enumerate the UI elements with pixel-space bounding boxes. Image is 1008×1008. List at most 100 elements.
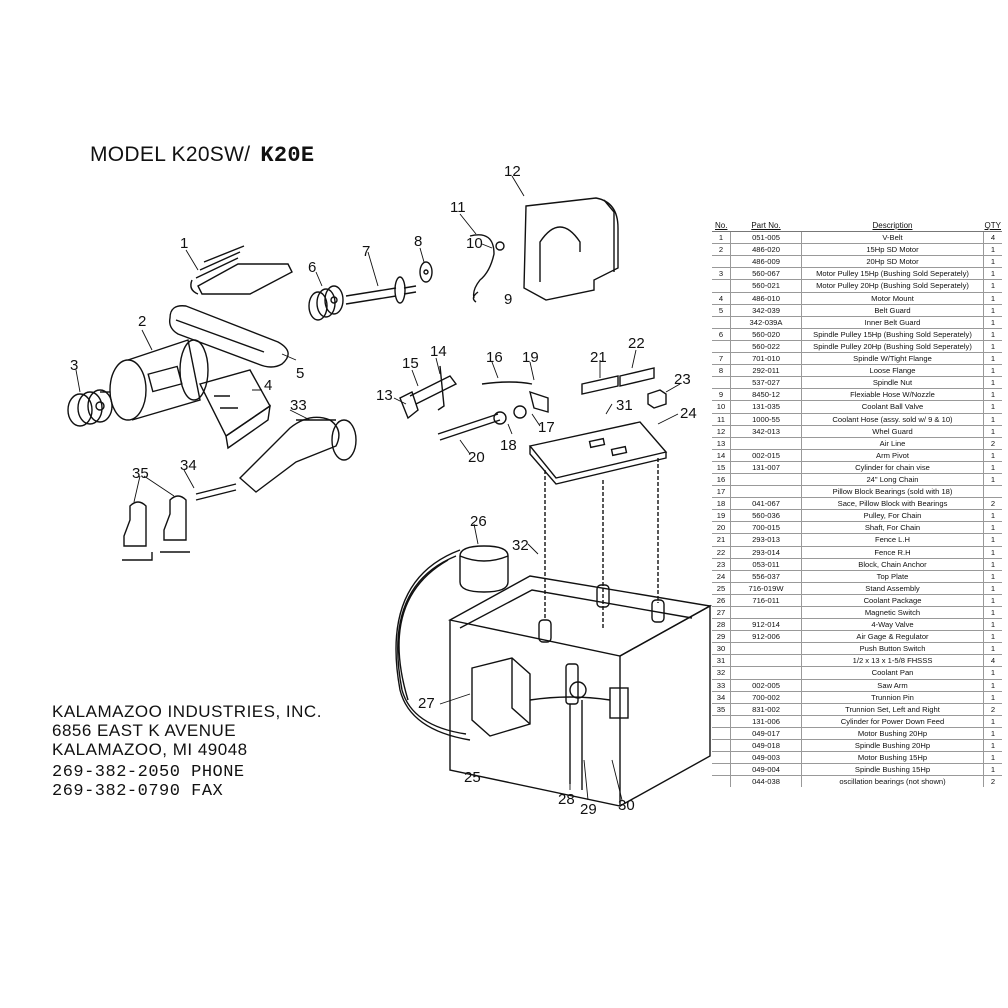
callout-10: 10 [466, 235, 483, 252]
part-number: 131-035 [730, 400, 802, 414]
part-description: Inner Belt Guard [801, 316, 984, 329]
part-quantity: 1 [983, 521, 1002, 535]
part-number-index: 18 [712, 497, 731, 511]
model-title: MODEL K20SW/K20E [90, 143, 314, 168]
part-quantity: 1 [983, 292, 1002, 305]
part-fences [581, 367, 655, 395]
part-description: Cylinder for Power Down Feed [801, 715, 984, 728]
part-number-index: 12 [712, 425, 731, 438]
table-row: 17 Pillow Block Bearings (sold with 18) [712, 485, 1002, 499]
part-number: 912-014 [730, 618, 802, 632]
part-description: Sace, Pillow Block with Bearings [801, 497, 984, 511]
part-number: 486-010 [730, 292, 802, 305]
part-coolant-hose [469, 234, 505, 303]
part-number: 049-018 [730, 739, 802, 753]
part-number-index: 4 [712, 292, 731, 305]
callout-13: 13 [376, 387, 393, 404]
part-description: Spindle Pulley 20Hp (Bushing Sold Sepera… [801, 340, 984, 354]
part-description: Shaft, For Chain [801, 521, 984, 535]
part-number-index: 21 [712, 533, 731, 547]
part-quantity: 1 [983, 352, 1002, 366]
part-quantity: 1 [983, 279, 1002, 293]
callout-18: 18 [500, 437, 517, 454]
part-number: 041-067 [730, 497, 802, 511]
callout-22: 22 [628, 335, 645, 352]
part-quantity: 2 [983, 437, 1002, 450]
part-number-index [712, 751, 731, 765]
part-quantity: 1 [983, 328, 1002, 341]
part-number-index [712, 340, 731, 354]
part-description: 24" Long Chain [801, 473, 984, 487]
callout-7: 7 [362, 243, 370, 260]
part-number: 8450-12 [730, 388, 802, 402]
part-number-index: 17 [712, 485, 731, 499]
part-number: 049-004 [730, 763, 802, 777]
part-quantity: 1 [983, 533, 1002, 547]
part-quantity: 1 [983, 267, 1002, 281]
part-description: oscillation bearings (not shown) [801, 775, 984, 788]
model-suffix: K20E [260, 143, 315, 168]
part-description: Motor Pulley 20Hp (Bushing Sold Seperate… [801, 279, 984, 293]
part-description: 4-Way Valve [801, 618, 984, 632]
callout-16: 16 [486, 349, 503, 366]
part-quantity: 1 [983, 304, 1002, 317]
part-quantity: 1 [983, 473, 1002, 487]
part-magnetic-switch [471, 657, 531, 737]
part-quantity: 1 [983, 691, 1002, 704]
part-number-index: 9 [712, 388, 731, 402]
part-number [730, 642, 802, 656]
part-number-index: 29 [712, 630, 731, 644]
callout-26: 26 [470, 513, 487, 530]
part-number-index [712, 775, 731, 788]
part-trunnions [122, 495, 190, 561]
part-number: 342-039 [730, 304, 802, 317]
part-description: Saw Arm [801, 679, 984, 692]
part-number-index: 7 [712, 352, 731, 366]
part-quantity: 1 [983, 388, 1002, 402]
callout-27: 27 [418, 695, 435, 712]
part-number: 131-006 [730, 715, 802, 728]
part-quantity: 1 [983, 425, 1002, 438]
part-valves [529, 663, 629, 790]
part-number-index: 33 [712, 679, 731, 692]
part-number-index: 3 [712, 267, 731, 281]
callout-24: 24 [680, 405, 697, 422]
callout-28: 28 [558, 791, 575, 808]
part-description: Spindle Bushing 20Hp [801, 739, 984, 753]
part-stand-assembly [448, 575, 713, 807]
part-number: 560-020 [730, 328, 802, 341]
part-quantity [983, 485, 1002, 499]
part-number-index [712, 376, 731, 390]
company-street: 6856 EAST K AVENUE [52, 721, 237, 740]
part-number-index: 2 [712, 243, 731, 257]
part-quantity: 1 [983, 570, 1002, 583]
part-number: 049-017 [730, 727, 802, 741]
part-number-index: 20 [712, 521, 731, 535]
part-description: Motor Mount [801, 292, 984, 305]
part-quantity: 1 [983, 618, 1002, 632]
part-number-index: 23 [712, 558, 731, 571]
company-phone: 269-382-2050 PHONE [52, 763, 245, 782]
callout-31: 31 [616, 397, 633, 414]
part-description: Pillow Block Bearings (sold with 18) [801, 485, 984, 499]
part-description: Motor Pulley 15Hp (Bushing Sold Seperate… [801, 267, 984, 281]
part-loose-flange [419, 261, 433, 283]
